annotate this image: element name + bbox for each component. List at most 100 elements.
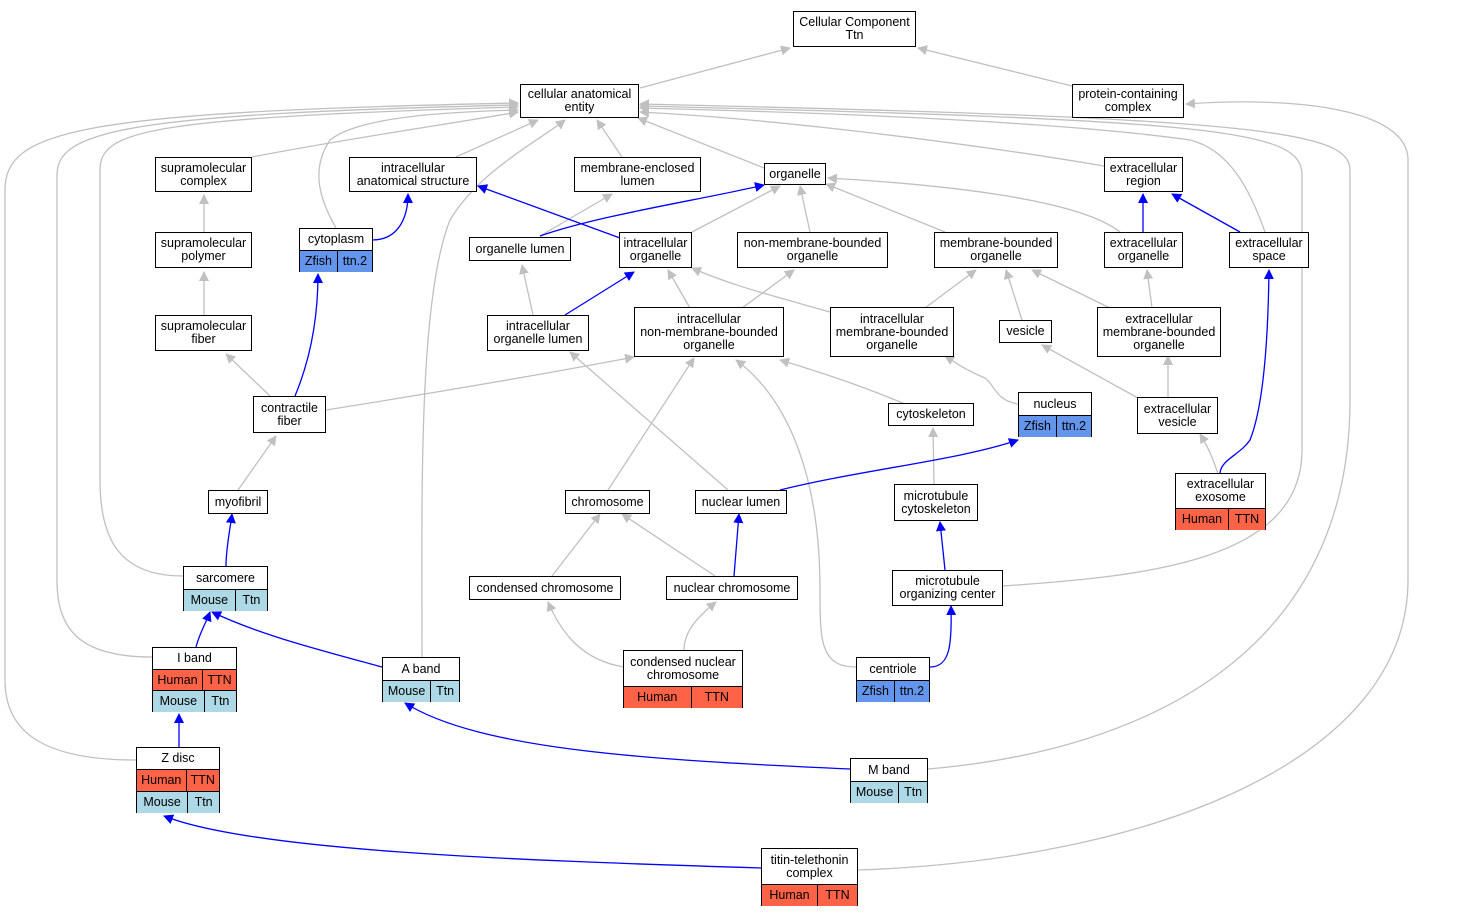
node-intracellular-membrane-bounded-organelle[interactable]: intracellular membrane-bounded organelle	[830, 307, 954, 357]
node-label: nucleus	[1033, 396, 1077, 411]
node-label: supramolecular fiber	[160, 319, 247, 346]
gene-cell: ttn.2	[893, 681, 930, 702]
node-label: Cellular Component Ttn	[799, 15, 910, 42]
species-cell-human: Human	[762, 885, 817, 906]
edge-zdisc-cae	[4, 98, 519, 761]
edge-inmbo-nmbo	[741, 269, 795, 309]
node-protein-containing-complex[interactable]: protein-containing complex	[1072, 84, 1184, 118]
node-chromosome[interactable]: chromosome	[565, 490, 650, 514]
edge-sarcomere-cae	[99, 102, 519, 577]
edge-intorg-organelle	[691, 185, 781, 233]
edge-cnc-condchrom	[546, 601, 625, 668]
gene-cell: Ttn	[203, 691, 236, 712]
species-cell-human: Human	[1176, 509, 1228, 530]
edge-ttc-zdisc	[163, 814, 763, 869]
node-m-band[interactable]: M band Mouse Ttn	[850, 758, 928, 803]
species-cell-zfish: Zfish	[1019, 416, 1056, 437]
annotation-row: Mouse Ttn	[153, 690, 236, 712]
node-label: condensed chromosome	[476, 580, 614, 595]
node-label: nuclear chromosome	[673, 580, 791, 595]
annotation-row: Human TTN	[153, 669, 237, 690]
node-cellular-component[interactable]: Cellular Component Ttn	[793, 11, 916, 47]
node-membrane-bounded-organelle[interactable]: membrane-bounded organelle	[934, 232, 1058, 268]
node-membrane-enclosed-lumen[interactable]: membrane-enclosed lumen	[574, 157, 701, 192]
node-label: supramolecular polymer	[160, 236, 247, 263]
node-a-band[interactable]: A band Mouse Ttn	[382, 657, 460, 702]
edge-ttc-pcc	[857, 98, 1409, 871]
node-condensed-chromosome[interactable]: condensed chromosome	[469, 576, 621, 600]
edge-mtcyto-cytoskeleton	[928, 427, 939, 485]
gene-cell: TTN	[817, 885, 858, 906]
node-nucleus[interactable]: nucleus Zfish ttn.2	[1018, 392, 1092, 437]
gene-cell: TTN	[202, 670, 237, 690]
annotation-row: Human TTN	[137, 769, 220, 791]
node-cytoplasm[interactable]: cytoplasm Zfish ttn.2	[299, 228, 373, 272]
node-label: chromosome	[571, 494, 644, 509]
node-extracellular-space[interactable]: extracellular space	[1229, 232, 1309, 268]
edge-chromosome-inmbo	[607, 357, 695, 491]
edge-myofibril-sarcomere	[225, 513, 236, 567]
node-microtubule-organizing-center[interactable]: microtubule organizing center	[892, 570, 1003, 606]
node-label: microtubule cytoskeleton	[901, 488, 971, 516]
edge-imbo-mbo	[924, 269, 977, 309]
node-contractile-fiber[interactable]: contractile fiber	[253, 396, 326, 433]
node-cellular-anatomical-entity[interactable]: cellular anatomical entity	[520, 84, 639, 118]
node-microtubule-cytoskeleton[interactable]: microtubule cytoskeleton	[894, 484, 978, 521]
node-titin-telethonin-complex[interactable]: titin-telethonin complex Human TTN	[761, 848, 858, 906]
edge-orglumen-mel	[539, 193, 613, 237]
edge-extorg-organelle	[827, 173, 1121, 233]
edge-exosome-extvesicle	[1199, 433, 1219, 475]
node-label: organelle	[769, 166, 821, 181]
edge-cytoplasm-ias	[371, 193, 413, 241]
edge-extvesicle-vesicle	[1041, 344, 1139, 399]
gene-cell: Ttn	[187, 792, 219, 813]
node-label: extracellular region	[1109, 160, 1178, 188]
node-intracellular-organelle[interactable]: intracellular organelle	[619, 232, 692, 268]
node-extracellular-membrane-bounded-organelle[interactable]: extracellular membrane-bounded organelle	[1097, 307, 1221, 357]
annotation-row: Mouse Ttn	[851, 781, 927, 803]
node-supramolecular-polymer[interactable]: supramolecular polymer	[155, 232, 252, 268]
node-label: intracellular organelle lumen	[493, 319, 583, 346]
edge-nmbo-organelle	[797, 185, 811, 233]
node-non-membrane-bounded-organelle[interactable]: non-membrane-bounded organelle	[737, 232, 888, 268]
node-nuclear-lumen[interactable]: nuclear lumen	[695, 490, 787, 514]
node-intracellular-anatomical-structure[interactable]: intracellular anatomical structure	[349, 157, 477, 192]
node-extracellular-vesicle[interactable]: extracellular vesicle	[1137, 397, 1218, 434]
edge-mtoc-cae	[639, 101, 1303, 587]
node-extracellular-region[interactable]: extracellular region	[1104, 157, 1183, 192]
edge-nucchrom-nuclumen	[733, 513, 744, 577]
node-sarcomere[interactable]: sarcomere Mouse Ttn	[183, 566, 268, 611]
node-intracellular-non-membrane-bounded-organelle[interactable]: intracellular non-membrane-bounded organ…	[634, 307, 784, 357]
node-supramolecular-complex[interactable]: supramolecular complex	[155, 157, 252, 192]
node-centriole[interactable]: centriole Zfish ttn.2	[856, 657, 930, 702]
node-vesicle[interactable]: vesicle	[999, 320, 1052, 343]
node-label: M band	[868, 762, 910, 777]
node-intracellular-organelle-lumen[interactable]: intracellular organelle lumen	[487, 315, 589, 351]
annotation-row: Zfish ttn.2	[857, 680, 930, 702]
node-extracellular-organelle[interactable]: extracellular organelle	[1104, 232, 1183, 268]
node-label: intracellular organelle	[623, 236, 688, 263]
node-extracellular-exosome[interactable]: extracellular exosome Human TTN	[1175, 473, 1266, 530]
species-cell-mouse: Mouse	[153, 691, 204, 712]
node-nuclear-chromosome[interactable]: nuclear chromosome	[666, 576, 798, 600]
edge-iband-cae	[56, 100, 519, 658]
node-label: intracellular non-membrane-bounded organ…	[640, 311, 778, 352]
edge-extspace-extregion	[1171, 193, 1241, 233]
node-i-band[interactable]: I band Human TTN Mouse Ttn	[152, 647, 237, 712]
edge-exosome-extspace	[1219, 269, 1274, 475]
node-z-disc[interactable]: Z disc Human TTN Mouse Ttn	[136, 747, 220, 813]
node-cytoskeleton[interactable]: cytoskeleton	[888, 403, 974, 426]
species-cell-mouse: Mouse	[184, 590, 235, 611]
node-label: contractile fiber	[261, 400, 318, 428]
node-condensed-nuclear-chromosome[interactable]: condensed nuclear chromosome Human TTN	[623, 650, 743, 708]
edge-contractile-supfiber	[225, 353, 271, 397]
node-myofibril[interactable]: myofibril	[208, 490, 268, 514]
gene-cell: TTN	[1228, 509, 1266, 530]
annotation-row: Mouse Ttn	[184, 589, 267, 611]
node-supramolecular-fiber[interactable]: supramolecular fiber	[155, 315, 252, 351]
node-label: cellular anatomical entity	[527, 87, 632, 114]
node-label: supramolecular complex	[160, 160, 247, 188]
node-organelle[interactable]: organelle	[764, 163, 826, 185]
node-organelle-lumen[interactable]: organelle lumen	[469, 237, 571, 261]
annotation-row: Zfish ttn.2	[300, 250, 373, 272]
